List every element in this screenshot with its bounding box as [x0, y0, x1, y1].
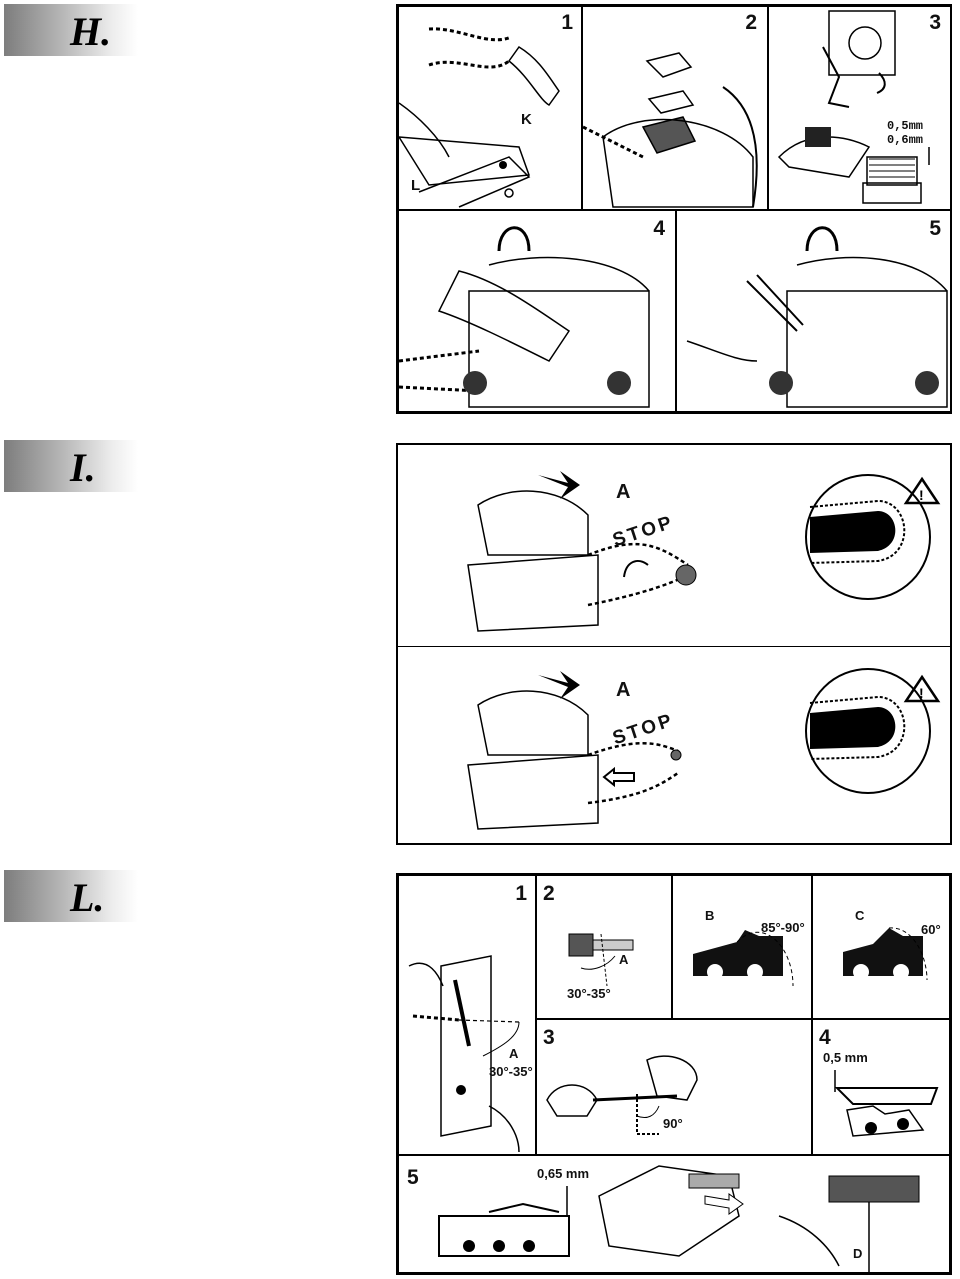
h-step-4-cell: 4 — [398, 210, 676, 412]
l-step-2-illustration — [568, 933, 634, 987]
l-step-3-cell: 3 90° — [536, 1019, 812, 1155]
h-step-1-cell: 1 K L — [398, 6, 582, 210]
l-step-b-cell: B 85°-90° — [672, 875, 812, 1019]
l-step-1-cell: 1 A 30°-35° — [398, 875, 536, 1155]
l-step-5-cell: 5 0,65 mm D — [398, 1155, 950, 1273]
i-panel-1-illustration: ! — [467, 471, 941, 632]
svg-text:!: ! — [919, 685, 924, 701]
section-l-tab: L. — [4, 870, 138, 922]
h-step-1-illustration — [399, 27, 560, 208]
l-step-c-cell: C 60° — [812, 875, 950, 1019]
i-panel-2-illustration: ! — [467, 668, 941, 830]
section-l-letter: L. — [70, 875, 105, 920]
l-step-b-illustration — [693, 930, 794, 987]
h-gap-bottom-label: 0,6mm — [887, 133, 924, 147]
l-step-5-gap: 0,65 mm — [537, 1166, 590, 1181]
i-panel-1: ! A STOP — [398, 445, 950, 647]
h-step-5-cell: 5 — [676, 210, 952, 412]
section-h-panel: 1 K L 2 3 — [396, 4, 952, 414]
h-step-3-cell: 3 0,5mm 0,6mm — [768, 6, 952, 210]
h-label-l: L — [411, 177, 421, 194]
h-label-k: K — [521, 111, 532, 128]
h-step-1-number: 1 — [561, 11, 573, 34]
h-step-3-number: 3 — [929, 11, 941, 34]
l-step-1-label-a: A — [509, 1046, 519, 1061]
section-l-panel: 1 A 30°-35° 2 A 30°-35° — [396, 873, 952, 1275]
l-step-2-number: 2 — [543, 882, 555, 905]
i-panel-2-kickback-diagram — [805, 668, 931, 794]
l-angle-b: 85°-90° — [761, 920, 805, 935]
l-step-5-illustration — [438, 1165, 920, 1272]
l-step-1-number: 1 — [515, 882, 527, 905]
h-step-2-number: 2 — [745, 11, 757, 34]
svg-text:!: ! — [919, 487, 924, 503]
l-step-3-number: 3 — [543, 1026, 555, 1049]
warning-triangle-icon: ! — [903, 476, 941, 505]
h-step-5-number: 5 — [929, 217, 941, 240]
h-step-4-number: 4 — [653, 217, 665, 240]
l-step-4-gap: 0,5 mm — [823, 1050, 868, 1065]
h-step-4-illustration — [399, 226, 650, 408]
l-angle-c: 60° — [921, 922, 941, 937]
l-label-d: D — [853, 1246, 863, 1261]
h-gap-top-label: 0,5mm — [887, 119, 924, 133]
h-step-5-illustration — [686, 226, 948, 408]
l-step-2-label-a: A — [619, 952, 629, 967]
l-label-c: C — [855, 908, 865, 923]
i-panel-1-kickback-diagram — [805, 474, 931, 600]
l-step-c-illustration — [843, 927, 928, 981]
h-step-2-illustration — [583, 52, 758, 208]
l-step-1-illustration — [408, 955, 520, 1153]
h-step-2-cell: 2 — [582, 6, 768, 210]
i-panel-2-label-a: A — [616, 679, 631, 701]
h-step-3-illustration — [777, 10, 930, 204]
l-step-3-illustration — [546, 1055, 698, 1135]
l-step-4-number: 4 — [819, 1026, 831, 1049]
i-panel-1-label-a: A — [616, 481, 631, 503]
l-step-4-illustration — [834, 1070, 939, 1137]
l-step-3-angle: 90° — [663, 1116, 683, 1131]
l-step-5-number: 5 — [407, 1166, 419, 1189]
section-i-letter: I. — [70, 445, 96, 490]
section-h-letter: H. — [70, 9, 112, 54]
warning-triangle-icon: ! — [903, 674, 941, 703]
l-label-b: B — [705, 908, 715, 923]
section-i-panel: ! A STOP ! A STOP — [396, 443, 952, 845]
section-h-tab: H. — [4, 4, 138, 56]
l-step-2-angle: 30°-35° — [567, 986, 611, 1001]
i-panel-2: ! A STOP — [398, 647, 950, 843]
l-step-4-cell: 4 0,5 mm — [812, 1019, 950, 1155]
section-i-tab: I. — [4, 440, 138, 492]
l-step-2-cell: 2 A 30°-35° — [536, 875, 672, 1019]
l-step-1-angle: 30°-35° — [489, 1064, 533, 1079]
